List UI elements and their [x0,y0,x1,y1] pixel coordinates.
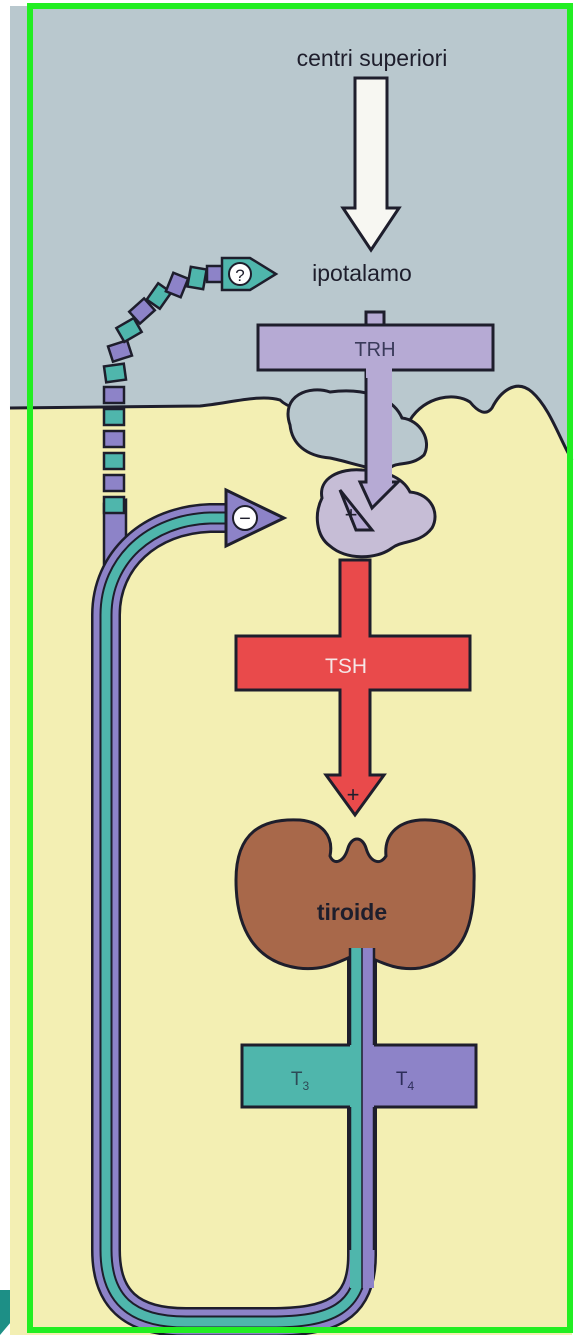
brain-region [10,6,572,460]
dashed-segment [104,497,124,513]
t4-bar [358,1045,476,1107]
dashed-segment [104,475,124,491]
t3-label-base: T [291,1069,303,1090]
t4-label-subscript: 4 [407,1079,414,1093]
hypothalamus-label: ipotalamo [312,260,412,286]
dashed-segment [104,364,126,383]
dashed-segment [104,409,124,425]
tsh-plus-sign: + [347,782,360,807]
feedback-minus-sign: − [239,508,251,530]
pituitary-plus-sign: + [345,502,358,527]
tsh-label: TSH [325,655,367,678]
t3-label-subscript: 3 [302,1079,309,1093]
dashed-segment [187,267,206,289]
dashed-segment [104,387,124,403]
thyroid-gland [236,820,474,969]
thyroid-outflow-t3 [350,948,362,1288]
trh-label: TRH [354,339,395,361]
t4-label-base: T [396,1069,408,1090]
question-mark: ? [235,266,244,285]
thyroid-label: tiroide [317,899,387,925]
dashed-segment [104,453,124,469]
dashed-segment [104,431,124,447]
higher-centers-label: centri superiori [297,45,448,71]
